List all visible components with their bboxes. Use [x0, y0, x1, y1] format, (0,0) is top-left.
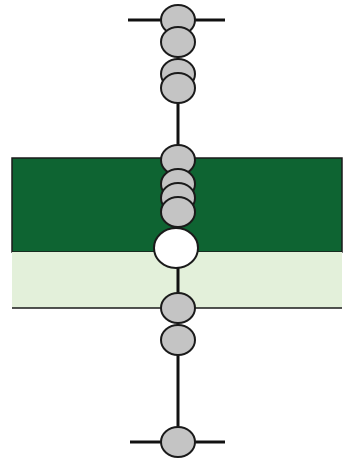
gray-bead	[161, 325, 195, 355]
gray-bead	[161, 293, 195, 323]
gray-bead	[161, 197, 195, 227]
gray-bead	[161, 27, 195, 57]
gray-bead	[161, 427, 195, 457]
gray-bead	[161, 73, 195, 103]
open-bead	[154, 228, 198, 268]
